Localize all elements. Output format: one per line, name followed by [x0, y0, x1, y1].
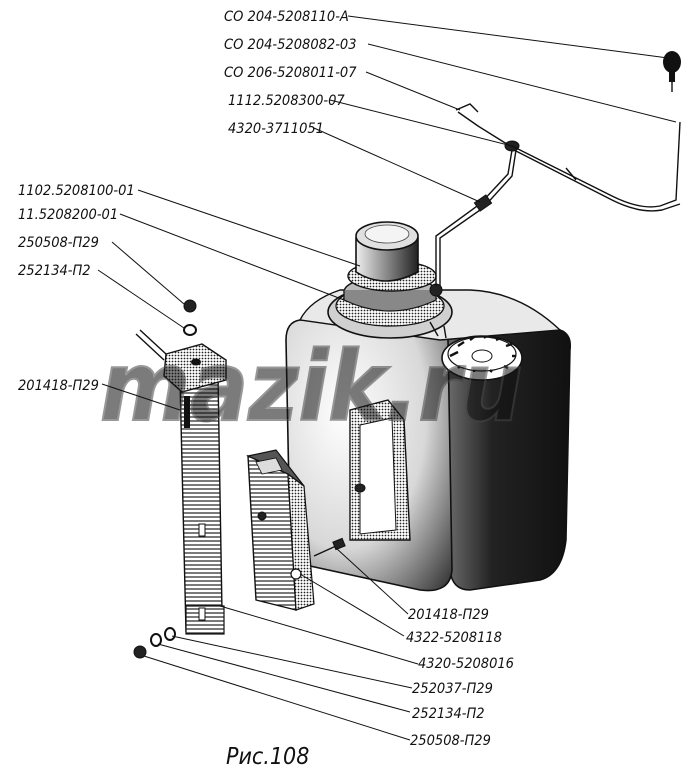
label-part-5: 4320-3711051 — [228, 121, 324, 137]
label-part-4: 1112.5208300-07 — [228, 93, 345, 109]
hose-system — [435, 51, 681, 286]
long-bracket — [135, 329, 227, 635]
part-labels: СО 204-5208110-А СО 204-5208082-03 СО 20… — [18, 9, 514, 749]
label-part-12: 4322-5208118 — [406, 630, 502, 646]
label-part-8: 250508-П29 — [18, 235, 99, 251]
leader-lines — [97, 15, 677, 741]
filler-cap — [441, 335, 523, 381]
label-part-7: 11.5208200-01 — [18, 207, 118, 223]
label-part-15: 252134-П2 — [412, 706, 485, 722]
small-parts — [133, 299, 346, 659]
label-part-1: СО 204-5208110-А — [224, 9, 349, 25]
label-part-9: 252134-П2 — [18, 263, 91, 279]
pump-motor — [355, 221, 419, 282]
label-part-10: 201418-П29 — [18, 378, 99, 394]
figure-caption: Рис.108 — [226, 744, 309, 770]
label-part-6: 1102.5208100-01 — [18, 183, 135, 199]
watermark-text: mazik.ru — [100, 331, 522, 443]
label-part-3: СО 206-5208011-07 — [224, 65, 357, 81]
label-part-11: 201418-П29 — [408, 607, 489, 623]
label-part-13: 4320-5208016 — [418, 656, 514, 672]
label-part-14: 252037-П29 — [412, 681, 493, 697]
washer-nozzle — [663, 51, 681, 92]
washer-tank — [285, 221, 572, 592]
channel-bracket — [246, 449, 315, 611]
label-part-16: 250508-П29 — [410, 733, 491, 749]
label-part-2: СО 204-5208082-03 — [224, 37, 357, 53]
